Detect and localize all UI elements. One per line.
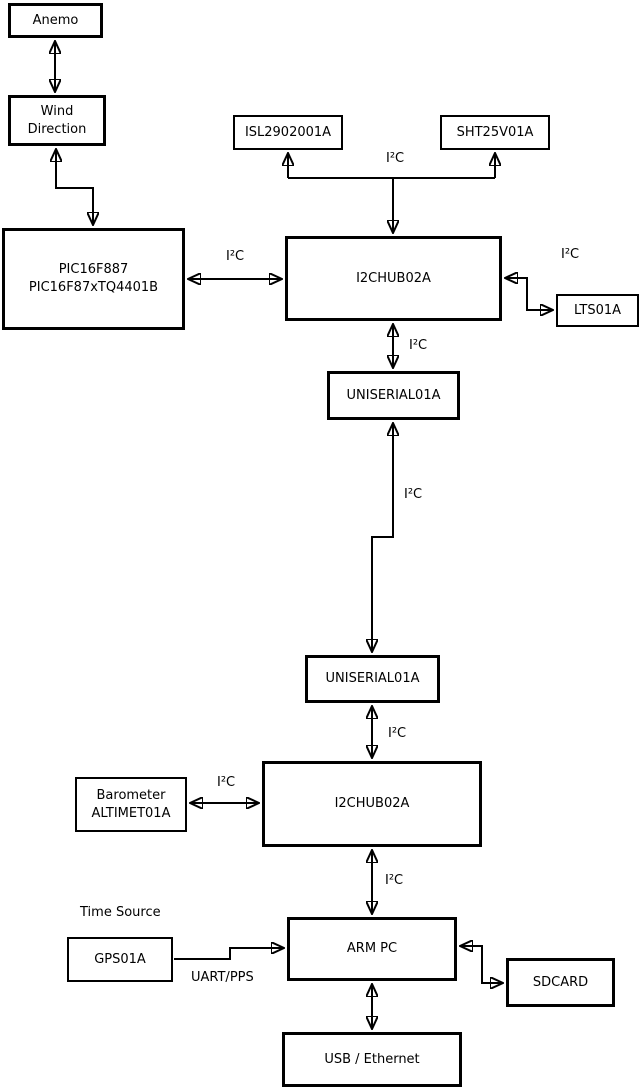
conn-gps-armpc — [174, 948, 284, 960]
node-wind-direction-label-line2: Direction — [27, 121, 87, 137]
i2c-label-uniserial2-hub2: I²C — [388, 726, 407, 741]
node-arm-pc: ARM PC — [287, 917, 457, 981]
node-pic16f887-label-line2: PIC16F87xTQ4401B — [28, 280, 159, 295]
node-uniserial01a-bottom: UNISERIAL01A — [305, 655, 440, 703]
node-gps01a: GPS01A — [67, 937, 173, 982]
conn-armpc-sdcard — [460, 946, 503, 983]
node-i2chub02a-top-label: I2CHUB02A — [356, 270, 431, 286]
node-sht25v01a-label: SHT25V01A — [456, 124, 534, 140]
node-sdcard: SDCARD — [506, 958, 615, 1007]
node-pic16f887: PIC16F887 PIC16F87xTQ4401B — [2, 228, 185, 330]
node-anemo: Anemo — [8, 3, 103, 38]
node-uniserial01a-top-label: UNISERIAL01A — [346, 387, 441, 403]
i2c-label-hub1-lts: I²C — [561, 247, 580, 262]
node-usb-ethernet: USB / Ethernet — [282, 1032, 462, 1087]
node-uniserial01a-top: UNISERIAL01A — [327, 371, 460, 420]
i2c-label-barometer-hub2: I²C — [217, 775, 236, 790]
node-isl2902001a: ISL2902001A — [233, 115, 343, 150]
node-pic16f887-label-line1: PIC16F887 — [58, 262, 129, 277]
time-source-label: Time Source — [80, 905, 161, 920]
node-barometer-altimet01a: Barometer ALTIMET01A — [75, 777, 187, 832]
node-gps01a-label: GPS01A — [94, 951, 146, 967]
node-i2chub02a-bottom-label: I2CHUB02A — [334, 796, 410, 811]
node-barometer-label-line1: Barometer — [96, 787, 166, 803]
conn-hub1-lts — [505, 278, 553, 310]
node-anemo-label: Anemo — [32, 12, 79, 28]
node-wind-direction: Wind Direction — [8, 95, 106, 146]
node-uniserial01a-bottom-label: UNISERIAL01A — [325, 671, 420, 686]
node-i2chub02a-top: I2CHUB02A — [285, 236, 502, 321]
node-arm-pc-label: ARM PC — [346, 941, 398, 956]
conn-wind-pic — [56, 149, 93, 225]
node-lts01a: LTS01A — [556, 294, 639, 327]
node-sdcard-label: SDCARD — [532, 974, 589, 990]
uart-pps-edge-label: UART/PPS — [191, 970, 254, 985]
node-wind-direction-label-line1: Wind — [40, 103, 74, 119]
node-sht25v01a: SHT25V01A — [440, 115, 550, 150]
i2c-label-hub1-uniserial1: I²C — [409, 338, 428, 353]
i2c-label-uniserial1-uniserial2: I²C — [404, 487, 423, 502]
node-barometer-label-line2: ALTIMET01A — [91, 805, 171, 821]
node-lts01a-label: LTS01A — [573, 302, 622, 318]
i2c-label-hub2-armpc: I²C — [385, 873, 404, 888]
conn-uniserial1-uniserial2 — [372, 423, 393, 652]
node-isl2902001a-label: ISL2902001A — [244, 124, 332, 140]
i2c-label-top-bus: I²C — [386, 151, 405, 166]
node-usb-ethernet-label: USB / Ethernet — [324, 1051, 420, 1067]
node-i2chub02a-bottom: I2CHUB02A — [262, 761, 482, 847]
i2c-label-pic-hub1: I²C — [226, 249, 245, 264]
